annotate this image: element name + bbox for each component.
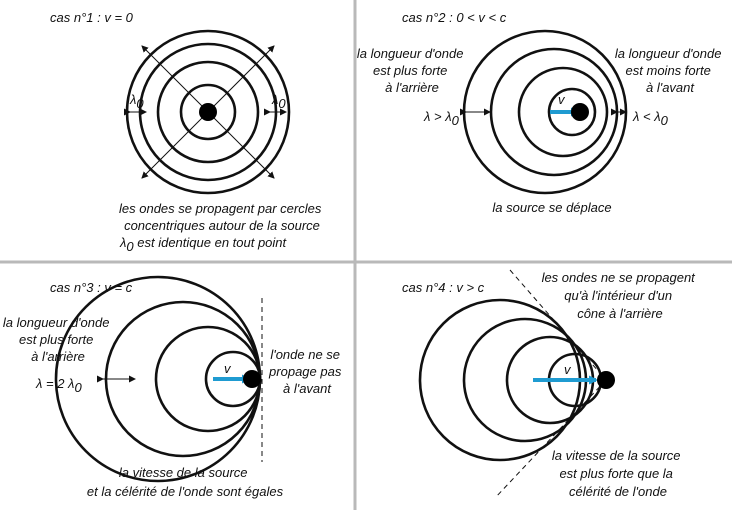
case1-arrow-nw (141, 45, 209, 113)
case4-source (597, 371, 615, 389)
case1-arrow-se (207, 111, 275, 179)
case4-top-note-line-1: les ondes ne se propagent (542, 270, 697, 285)
case1-caption-line-2: concentriques autour de la source (124, 218, 320, 233)
case3-right-note: l'onde ne se propage pas à l'avant (268, 347, 345, 396)
case2-source (571, 103, 589, 121)
case3-right-note-line-1: l'onde ne se (270, 347, 340, 362)
case2-right-note-line-1: la longueur d'onde (615, 46, 722, 61)
case2-left-note-line-1: la longueur d'onde (357, 46, 464, 61)
case4-top-note-line-2: qu'à l'intérieur d'un (564, 288, 672, 303)
case3-caption-line-1: la vitesse de la source (119, 465, 248, 480)
case2-right-note: la longueur d'onde est moins forte à l'a… (615, 46, 725, 95)
case3-panel: cas n°3 : v = c v la longueur d'onde est… (3, 275, 345, 499)
case1-caption-line-3: λ0 est identique en tout point (119, 235, 288, 254)
case3-velocity-label: v (224, 361, 232, 376)
case4-top-note-line-3: cône à l'arrière (577, 306, 663, 321)
case3-right-note-line-2: propage pas (268, 364, 342, 379)
case2-left-note: la longueur d'onde est plus forte à l'ar… (357, 46, 467, 95)
case4-panel: cas n°4 : v > c v les ondes ne se propag… (402, 269, 699, 499)
case1-caption-line-1: les ondes se propagent par cercles (119, 201, 322, 216)
case1-right-lambda: λ0 (271, 92, 286, 111)
case2-panel: cas n°2 : 0 < v < c v la longueur d'onde… (357, 10, 725, 215)
case2-right-relation: λ < λ0 (632, 109, 669, 128)
case3-left-note: la longueur d'onde est plus forte à l'ar… (3, 315, 113, 364)
case3-right-note-line-3: à l'avant (283, 381, 332, 396)
case3-source (243, 370, 261, 388)
case1-wavefront-2 (156, 60, 260, 164)
case2-right-note-line-2: est moins forte (626, 63, 711, 78)
case3-caption-line-2: et la célérité de l'onde sont égales (87, 484, 284, 499)
case1-source (199, 103, 217, 121)
case3-left-note-line-2: est plus forte (19, 332, 93, 347)
case1-propagation-arrows (141, 45, 275, 179)
case3-left-note-line-3: à l'arrière (31, 349, 85, 364)
case4-velocity-label: v (564, 362, 572, 377)
case4-top-note: les ondes ne se propagent qu'à l'intérie… (542, 270, 699, 321)
case4-bottom-note-line-2: est plus forte que la (559, 466, 672, 481)
case3-caption: la vitesse de la source et la célérité d… (87, 465, 284, 499)
case2-right-note-line-3: à l'avant (646, 80, 695, 95)
case2-wavefront-2 (517, 66, 609, 158)
case1-arrow-ne (207, 45, 275, 113)
case4-bottom-note-line-3: célérité de l'onde (569, 484, 667, 499)
case1-arrow-sw (141, 111, 209, 179)
case2-left-relation: λ > λ0 (423, 109, 460, 128)
case4-bottom-note-line-1: la vitesse de la source (552, 448, 681, 463)
case1-left-lambda: λ0 (129, 92, 144, 111)
case1-caption: les ondes se propagent par cercles conce… (119, 201, 325, 233)
case1-wavefront-1 (179, 83, 237, 141)
case3-title: cas n°3 : v = c (50, 280, 133, 295)
case3-relation: λ = 2 λ0 (35, 376, 82, 395)
case2-wavefront-1 (547, 87, 597, 137)
case1-panel: cas n°1 : v = 0 λ0 λ0 les ondes se propa… (50, 10, 325, 254)
case2-title: cas n°2 : 0 < v < c (402, 10, 507, 25)
case2-left-note-line-2: est plus forte (373, 63, 447, 78)
case4-bottom-note: la vitesse de la source est plus forte q… (552, 448, 684, 499)
case3-left-note-line-1: la longueur d'onde (3, 315, 110, 330)
case1-title: cas n°1 : v = 0 (50, 10, 134, 25)
case2-caption: la source se déplace (492, 200, 611, 215)
case4-title: cas n°4 : v > c (402, 280, 485, 295)
case2-left-note-line-3: à l'arrière (385, 80, 439, 95)
case2-velocity-label: v (558, 92, 566, 107)
